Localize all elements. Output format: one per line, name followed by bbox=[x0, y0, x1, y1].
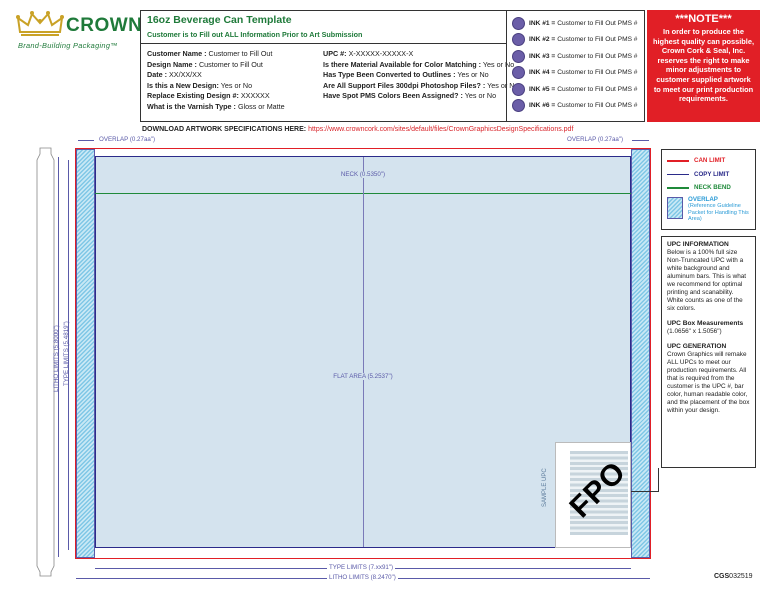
download-label: DOWNLOAD ARTWORK SPECIFICATIONS HERE: bbox=[142, 126, 307, 133]
type-limits-vertical-line bbox=[68, 160, 69, 550]
legend-line-icon bbox=[667, 173, 689, 175]
ink-row-4: INK #4 =Customer to Fill Out PMS # bbox=[512, 65, 641, 82]
overlap-right-label: OVERLAP (0.27aa") bbox=[567, 136, 624, 143]
upc-info-title: UPC INFORMATION bbox=[667, 241, 729, 248]
legend-line-icon bbox=[667, 160, 689, 162]
type-limits-vertical-label: TYPE LIMITS (5.4819") bbox=[63, 321, 70, 386]
ink-row-3: INK #3 =Customer to Fill Out PMS # bbox=[512, 48, 641, 65]
document-code: CGS032519 bbox=[714, 573, 753, 580]
can-profile-outline bbox=[36, 147, 55, 577]
field-customer-name: Customer Name : Customer to Fill Out bbox=[147, 49, 273, 58]
ink-row-2: INK #2 =Customer to Fill Out PMS # bbox=[512, 32, 641, 49]
field-new-design: Is this a New Design: Yes or No bbox=[147, 80, 253, 90]
fields-left-column: Customer Name : Customer to Fill Out Des… bbox=[147, 49, 322, 113]
fields-right-column: UPC #: X-XXXXX-XXXXX-X Is there Material… bbox=[323, 49, 519, 102]
upc-placeholder: SAMPLE UPC FPO bbox=[542, 442, 633, 548]
customer-fields: Customer Name : Customer to Fill Out Des… bbox=[141, 44, 519, 122]
download-specs: DOWNLOAD ARTWORK SPECIFICATIONS HERE: ht… bbox=[142, 126, 573, 133]
field-varnish-type: What is the Varnish Type : Gloss or Matt… bbox=[147, 101, 285, 111]
ink-row-5: INK #5 =Customer to Fill Out PMS # bbox=[512, 81, 641, 98]
ink-swatch-icon bbox=[512, 99, 525, 113]
ink-swatch-icon bbox=[512, 66, 525, 80]
brand-name: CROWN bbox=[66, 15, 143, 36]
ink-swatch-icon bbox=[512, 33, 525, 47]
note-text: In order to produce the highest quality … bbox=[652, 27, 755, 104]
ink-row-1: INK #1 =Customer to Fill Out PMS # bbox=[512, 15, 641, 32]
center-dimension-line bbox=[363, 157, 364, 547]
template-info-form: 16oz Beverage Can Template Customer is t… bbox=[140, 10, 645, 122]
flat-area-label: FLAT AREA (5.2537") bbox=[310, 373, 416, 380]
field-color-matching: Is there Material Available for Color Ma… bbox=[323, 59, 515, 69]
upc-box-title: UPC Box Measurements bbox=[667, 320, 744, 327]
field-spot-pms: Have Spot PMS Colors Been Assigned? : Ye… bbox=[323, 91, 497, 101]
overlap-left-area bbox=[76, 149, 95, 558]
title-block: 16oz Beverage Can Template Customer is t… bbox=[141, 11, 506, 44]
field-upc: UPC #: X-XXXXX-XXXXX-X bbox=[323, 49, 414, 58]
crown-logo: CROWN Brand-Building Packaging™ bbox=[8, 8, 142, 54]
upc-generation-title: UPC GENERATION bbox=[667, 343, 727, 350]
legend-item-can-limit: CAN LIMIT bbox=[667, 154, 750, 168]
upc-info-text: Below is a 100% full size Non-Truncated … bbox=[667, 249, 747, 312]
litho-limits-horizontal-label: LITHO LIMITS (8.2470") bbox=[327, 574, 398, 581]
litho-limits-vertical-line bbox=[58, 157, 59, 557]
brand-tagline: Brand-Building Packaging™ bbox=[18, 41, 118, 50]
download-link[interactable]: https://www.crowncork.com/sites/default/… bbox=[308, 126, 574, 133]
legend-item-neck-bend: NECK BEND bbox=[667, 181, 750, 195]
upc-box-text: (1.0656" x 1.5056") bbox=[667, 328, 722, 335]
overlap-left-dim-line bbox=[78, 140, 94, 141]
overlap-right-dim-line bbox=[632, 140, 649, 141]
overlap-left-label: OVERLAP (0.27aa") bbox=[99, 136, 156, 143]
note-title: ***NOTE*** bbox=[675, 13, 732, 25]
litho-limits-vertical-label: LITHO LIMITS (5.8000") bbox=[53, 325, 60, 392]
page-title: 16oz Beverage Can Template bbox=[147, 14, 292, 26]
neck-dimension-label: NECK (0.5350") bbox=[310, 171, 416, 178]
ink-swatch-icon bbox=[512, 49, 525, 63]
legend: CAN LIMIT COPY LIMIT NECK BEND OVERLAP (… bbox=[661, 149, 756, 230]
upc-generation-text: Crown Graphics will remake ALL UPCs to m… bbox=[667, 351, 750, 414]
legend-item-copy-limit: COPY LIMIT bbox=[667, 168, 750, 182]
upc-callout-line bbox=[631, 491, 658, 492]
upc-side-label: SAMPLE UPC bbox=[542, 468, 548, 507]
ink-list: INK #1 =Customer to Fill Out PMS # INK #… bbox=[506, 11, 646, 122]
field-type-outlines: Has Type Been Converted to Outlines : Ye… bbox=[323, 70, 489, 80]
crown-icon bbox=[16, 11, 64, 36]
page-subtitle: Customer is to Fill out ALL Information … bbox=[147, 30, 363, 39]
overlap-right-area bbox=[631, 149, 650, 558]
field-replace-design: Replace Existing Design #: XXXXXX bbox=[147, 91, 270, 101]
hatch-swatch-icon bbox=[667, 196, 683, 219]
ink-row-6: INK #6 =Customer to Fill Out PMS # bbox=[512, 98, 641, 115]
field-design-name: Design Name : Customer to Fill Out bbox=[147, 59, 263, 69]
field-date: Date : XX/XX/XX bbox=[147, 70, 202, 80]
upc-info-panel: UPC INFORMATION Below is a 100% full siz… bbox=[661, 236, 756, 468]
note-box: ***NOTE*** In order to produce the highe… bbox=[647, 10, 760, 122]
ink-swatch-icon bbox=[512, 82, 525, 96]
legend-item-overlap: OVERLAP (Reference Guideline Packet for … bbox=[667, 196, 750, 223]
legend-line-icon bbox=[667, 187, 689, 189]
type-limits-horizontal-label: TYPE LIMITS (7.xx91") bbox=[327, 564, 396, 571]
ink-swatch-icon bbox=[512, 16, 525, 30]
upc-barcode-bars bbox=[570, 451, 628, 535]
upc-callout-line-vertical bbox=[658, 468, 659, 492]
field-support-files: Are All Support Files 300dpi Photoshop F… bbox=[323, 80, 519, 90]
